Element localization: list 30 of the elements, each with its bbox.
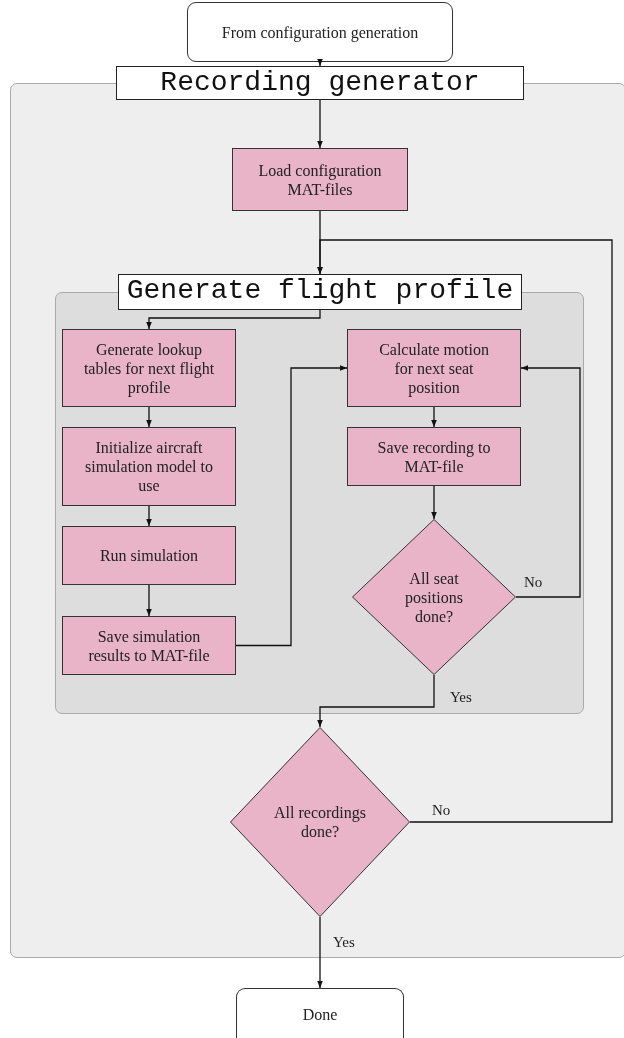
arrow: [146, 584, 152, 617]
edge-label: No: [432, 802, 451, 819]
terminal-box: Done: [236, 988, 404, 1038]
arrow: [515, 365, 581, 598]
group-title: Recording generator: [116, 66, 524, 100]
terminal-box: From configuration generation: [187, 2, 453, 62]
process-box: Run simulation: [62, 526, 236, 585]
arrow: [146, 505, 152, 527]
process-box: Load configuration MAT-files: [232, 148, 408, 211]
arrow: [146, 406, 152, 428]
process-box: Save simulation results to MAT-file: [62, 616, 236, 675]
arrow: [317, 239, 613, 823]
process-box: Initialize aircraft simulation model to use: [62, 427, 236, 506]
arrow: [317, 674, 435, 728]
arrow: [235, 365, 348, 647]
edge-label: Yes: [333, 934, 355, 951]
arrow: [431, 485, 437, 520]
arrow: [317, 99, 323, 149]
arrow: [431, 406, 437, 428]
edge-label: Yes: [450, 689, 472, 706]
process-box: Save recording to MAT-file: [347, 427, 521, 486]
arrow: [317, 59, 323, 67]
group-title: Generate flight profile: [118, 274, 522, 310]
arrow: [146, 309, 321, 330]
process-box: Generate lookup tables for next flight profile: [62, 329, 236, 407]
edge-label: No: [524, 574, 543, 591]
arrow: [317, 916, 323, 989]
decision-diamond: All recordings done?: [230, 727, 410, 917]
process-box: Calculate motion for next seat position: [347, 329, 521, 407]
decision-diamond: All seat positions done?: [352, 519, 516, 675]
